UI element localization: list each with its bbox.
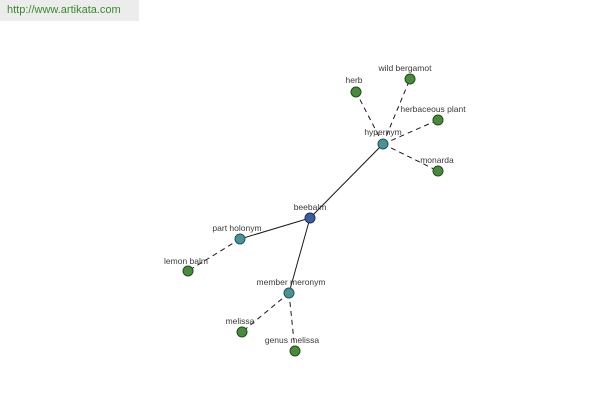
node-melissa-label[interactable]: melissa bbox=[226, 316, 255, 326]
node-member-meronym-label[interactable]: member meronym bbox=[257, 277, 326, 287]
edge-hypernym-to-herbaceous-plant bbox=[382, 119, 439, 145]
edge-member-meronym-to-melissa bbox=[241, 292, 290, 333]
node-hypernym-dot[interactable] bbox=[377, 138, 389, 150]
node-monarda-dot[interactable] bbox=[432, 165, 444, 177]
graph-edges bbox=[187, 78, 439, 352]
node-genus-melissa-label[interactable]: genus melissa bbox=[265, 335, 320, 345]
node-genus-melissa[interactable]: genus melissa bbox=[265, 335, 320, 357]
edge-beebalm-to-part-holonym bbox=[239, 217, 311, 240]
node-herb-dot[interactable] bbox=[350, 86, 362, 98]
node-beebalm[interactable]: beebalm bbox=[294, 202, 327, 224]
node-wild-bergamot[interactable]: wild bergamot bbox=[378, 63, 433, 85]
node-wild-bergamot-label[interactable]: wild bergamot bbox=[378, 63, 433, 73]
site-url-link[interactable]: http://www.artikata.com bbox=[0, 0, 139, 21]
edge-member-meronym-to-genus-melissa bbox=[288, 292, 296, 352]
node-lemon-balm-dot[interactable] bbox=[182, 265, 194, 277]
node-wild-bergamot-dot[interactable] bbox=[404, 73, 416, 85]
edge-part-holonym-to-lemon-balm bbox=[187, 238, 241, 272]
node-member-meronym-dot[interactable] bbox=[283, 287, 295, 299]
node-herb-label[interactable]: herb bbox=[345, 75, 362, 85]
node-herbaceous-plant-dot[interactable] bbox=[432, 114, 444, 126]
node-herbaceous-plant[interactable]: herbaceous plant bbox=[400, 104, 466, 126]
edge-hypernym-to-monarda bbox=[382, 143, 439, 172]
node-lemon-balm-label[interactable]: lemon balm bbox=[164, 256, 208, 266]
node-melissa[interactable]: melissa bbox=[226, 316, 255, 338]
edge-hypernym-to-wild-bergamot bbox=[382, 78, 411, 145]
node-monarda-label[interactable]: monarda bbox=[420, 155, 454, 165]
edge-beebalm-to-hypernym bbox=[309, 143, 384, 219]
node-lemon-balm[interactable]: lemon balm bbox=[164, 256, 208, 277]
node-part-holonym-label[interactable]: part holonym bbox=[212, 223, 261, 233]
node-herb[interactable]: herb bbox=[345, 75, 363, 98]
edge-hypernym-to-herb bbox=[355, 91, 384, 145]
node-genus-melissa-dot[interactable] bbox=[289, 345, 301, 357]
node-hypernym-label[interactable]: hypernym bbox=[364, 127, 401, 137]
node-herbaceous-plant-label[interactable]: herbaceous plant bbox=[400, 104, 466, 114]
node-beebalm-dot[interactable] bbox=[304, 212, 316, 224]
node-melissa-dot[interactable] bbox=[236, 326, 248, 338]
edge-beebalm-to-member-meronym bbox=[288, 217, 311, 294]
node-part-holonym-dot[interactable] bbox=[234, 233, 246, 245]
graph-nodes: beebalm hypernym part holonym member merony… bbox=[164, 63, 466, 357]
node-part-holonym[interactable]: part holonym bbox=[212, 223, 262, 245]
node-member-meronym[interactable]: member meronym bbox=[257, 277, 326, 299]
node-monarda[interactable]: monarda bbox=[420, 155, 454, 177]
node-beebalm-label[interactable]: beebalm bbox=[294, 202, 327, 212]
node-hypernym[interactable]: hypernym bbox=[364, 127, 402, 150]
